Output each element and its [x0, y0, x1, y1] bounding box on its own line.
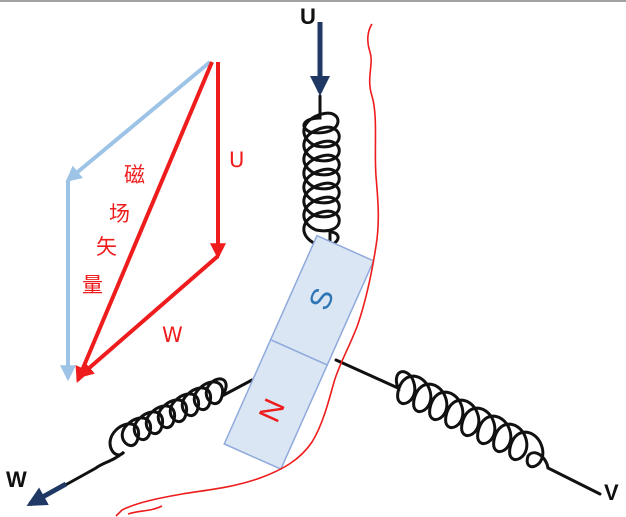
- stator-windings: [58, 94, 602, 496]
- vector-w-label: W: [162, 323, 183, 347]
- field-vector-char-2: 场: [109, 202, 130, 226]
- blue-vector-top: [65, 60, 212, 183]
- red-field-vector: [75, 61, 214, 383]
- field-vector-char-1: 磁: [124, 163, 145, 187]
- hand-drawn-boundary: [115, 23, 380, 517]
- terminal-v-label: V: [604, 480, 619, 505]
- terminal-w-label: W: [6, 467, 27, 492]
- magnet-n-half: [223, 338, 329, 471]
- coil-u: [302, 94, 341, 264]
- vector-diagram: U W 磁 场 矢 量: [60, 60, 244, 383]
- coil-v: [334, 358, 602, 496]
- bar-magnet: S N: [223, 234, 375, 471]
- red-vector-w: [77, 254, 220, 379]
- vector-u-label: U: [229, 148, 244, 172]
- w-output-arrow: [26, 481, 68, 507]
- field-vector-char-4: 量: [82, 273, 103, 297]
- field-vector-char-3: 矢: [96, 235, 117, 259]
- coil-w: [58, 377, 254, 490]
- terminal-u-label: U: [300, 4, 316, 29]
